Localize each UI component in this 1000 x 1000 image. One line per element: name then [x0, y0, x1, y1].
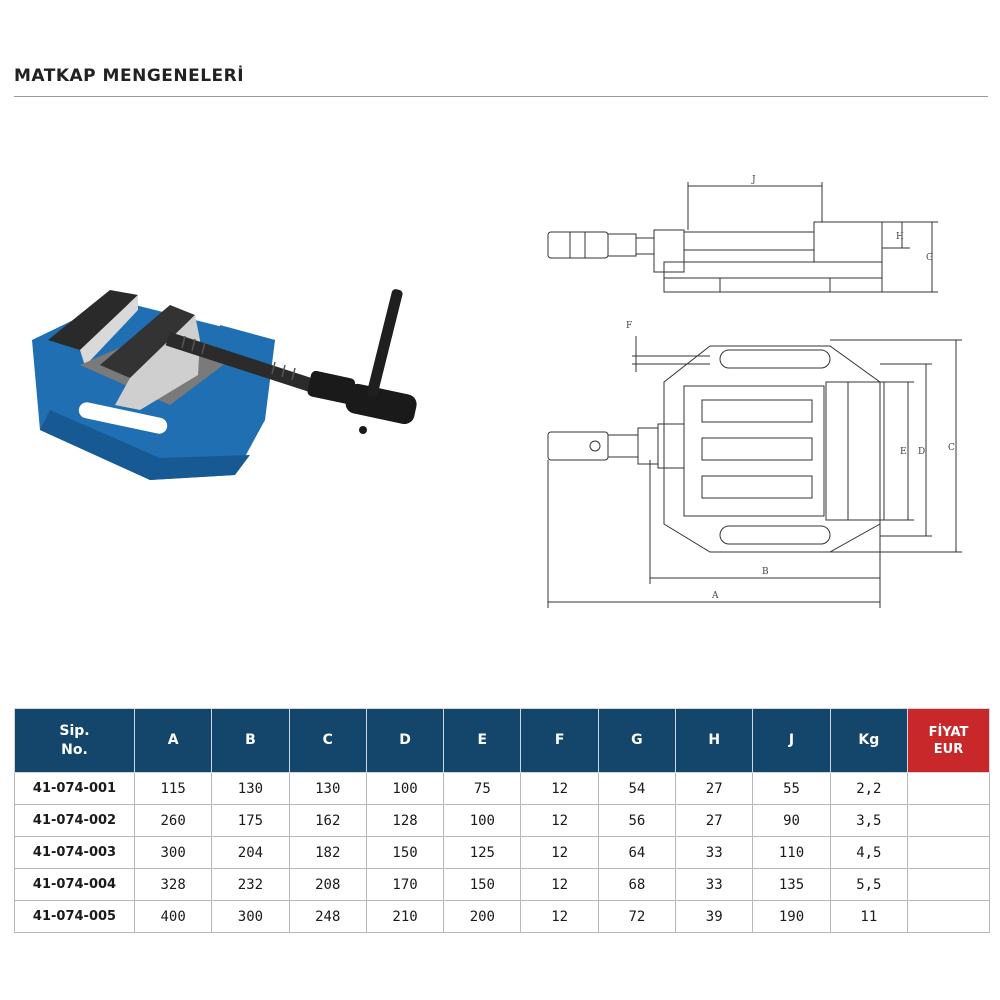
title-rule — [14, 96, 988, 97]
table-cell: 130 — [211, 772, 290, 805]
col-header-d: D — [365, 708, 445, 773]
technical-drawing: J H G F E D C B A — [547, 175, 962, 608]
table-cell: 54 — [597, 772, 677, 805]
table-cell: 162 — [288, 804, 367, 837]
table-cell: 115 — [133, 772, 213, 805]
col-header-e: E — [443, 708, 522, 773]
col-header-j: J — [752, 708, 831, 773]
table-cell: 208 — [288, 868, 367, 901]
col-header-a: A — [133, 708, 213, 773]
table-cell: 130 — [288, 772, 367, 805]
table-cell: 2,2 — [829, 772, 909, 805]
col-header-kg: Kg — [829, 708, 909, 773]
table-cell: 68 — [597, 868, 677, 901]
table-cell: 5,5 — [829, 868, 909, 901]
table-cell: 3,5 — [829, 804, 909, 837]
table-cell: 12 — [520, 804, 599, 837]
table-cell: 75 — [443, 772, 522, 805]
table-cell: 190 — [752, 900, 831, 933]
table-cell: 110 — [752, 836, 831, 869]
table-cell: 56 — [597, 804, 677, 837]
table-cell: 12 — [520, 772, 599, 805]
table-cell: 90 — [752, 804, 831, 837]
table-cell: 100 — [365, 772, 445, 805]
table-cell: 150 — [443, 868, 522, 901]
dim-label-a: A — [711, 591, 719, 601]
table-cell: 39 — [675, 900, 754, 933]
table-cell: 248 — [288, 900, 367, 933]
price-cell — [907, 836, 990, 869]
table-cell: 4,5 — [829, 836, 909, 869]
col-header-g: G — [597, 708, 677, 773]
table-cell: 150 — [365, 836, 445, 869]
table-cell: 55 — [752, 772, 831, 805]
dim-label-c: C — [948, 443, 955, 453]
order-number-cell: 41-074-001 — [14, 772, 135, 805]
table-cell: 232 — [211, 868, 290, 901]
table-cell: 204 — [211, 836, 290, 869]
order-number-cell: 41-074-003 — [14, 836, 135, 869]
dim-label-f: F — [626, 321, 632, 331]
order-number-cell: 41-074-004 — [14, 868, 135, 901]
table-cell: 175 — [211, 804, 290, 837]
table-cell: 12 — [520, 836, 599, 869]
table-cell: 33 — [675, 868, 754, 901]
table-cell: 200 — [443, 900, 522, 933]
table-cell: 33 — [675, 836, 754, 869]
dim-label-h: H — [896, 232, 904, 242]
table-cell: 12 — [520, 900, 599, 933]
table-cell: 11 — [829, 900, 909, 933]
table-cell: 12 — [520, 868, 599, 901]
order-number-cell: 41-074-005 — [14, 900, 135, 933]
table-cell: 64 — [597, 836, 677, 869]
table-cell: 210 — [365, 900, 445, 933]
table-cell: 27 — [675, 804, 754, 837]
col-header-order-no: Sip.No. — [14, 708, 135, 773]
table-cell: 27 — [675, 772, 754, 805]
table-cell: 300 — [133, 836, 213, 869]
dim-label-d: D — [918, 447, 925, 457]
table-cell: 328 — [133, 868, 213, 901]
price-cell — [907, 868, 990, 901]
dim-label-g: G — [926, 253, 933, 263]
price-cell — [907, 804, 990, 837]
table-cell: 135 — [752, 868, 831, 901]
col-header-f: F — [520, 708, 599, 773]
dim-label-e: E — [900, 447, 907, 457]
order-number-cell: 41-074-002 — [14, 804, 135, 837]
col-header-c: C — [288, 708, 367, 773]
table-cell: 400 — [133, 900, 213, 933]
table-cell: 182 — [288, 836, 367, 869]
price-cell — [907, 900, 990, 933]
table-cell: 300 — [211, 900, 290, 933]
table-cell: 128 — [365, 804, 445, 837]
dim-label-b: B — [762, 567, 769, 577]
dim-label-j: J — [751, 175, 756, 185]
price-cell — [907, 772, 990, 805]
table-cell: 72 — [597, 900, 677, 933]
table-cell: 260 — [133, 804, 213, 837]
col-header-b: B — [211, 708, 290, 773]
table-cell: 170 — [365, 868, 445, 901]
page-title: MATKAP MENGENELERİ — [14, 66, 245, 86]
table-cell: 100 — [443, 804, 522, 837]
col-header-h: H — [675, 708, 754, 773]
drill-vise-illustration — [32, 289, 417, 480]
table-cell: 125 — [443, 836, 522, 869]
